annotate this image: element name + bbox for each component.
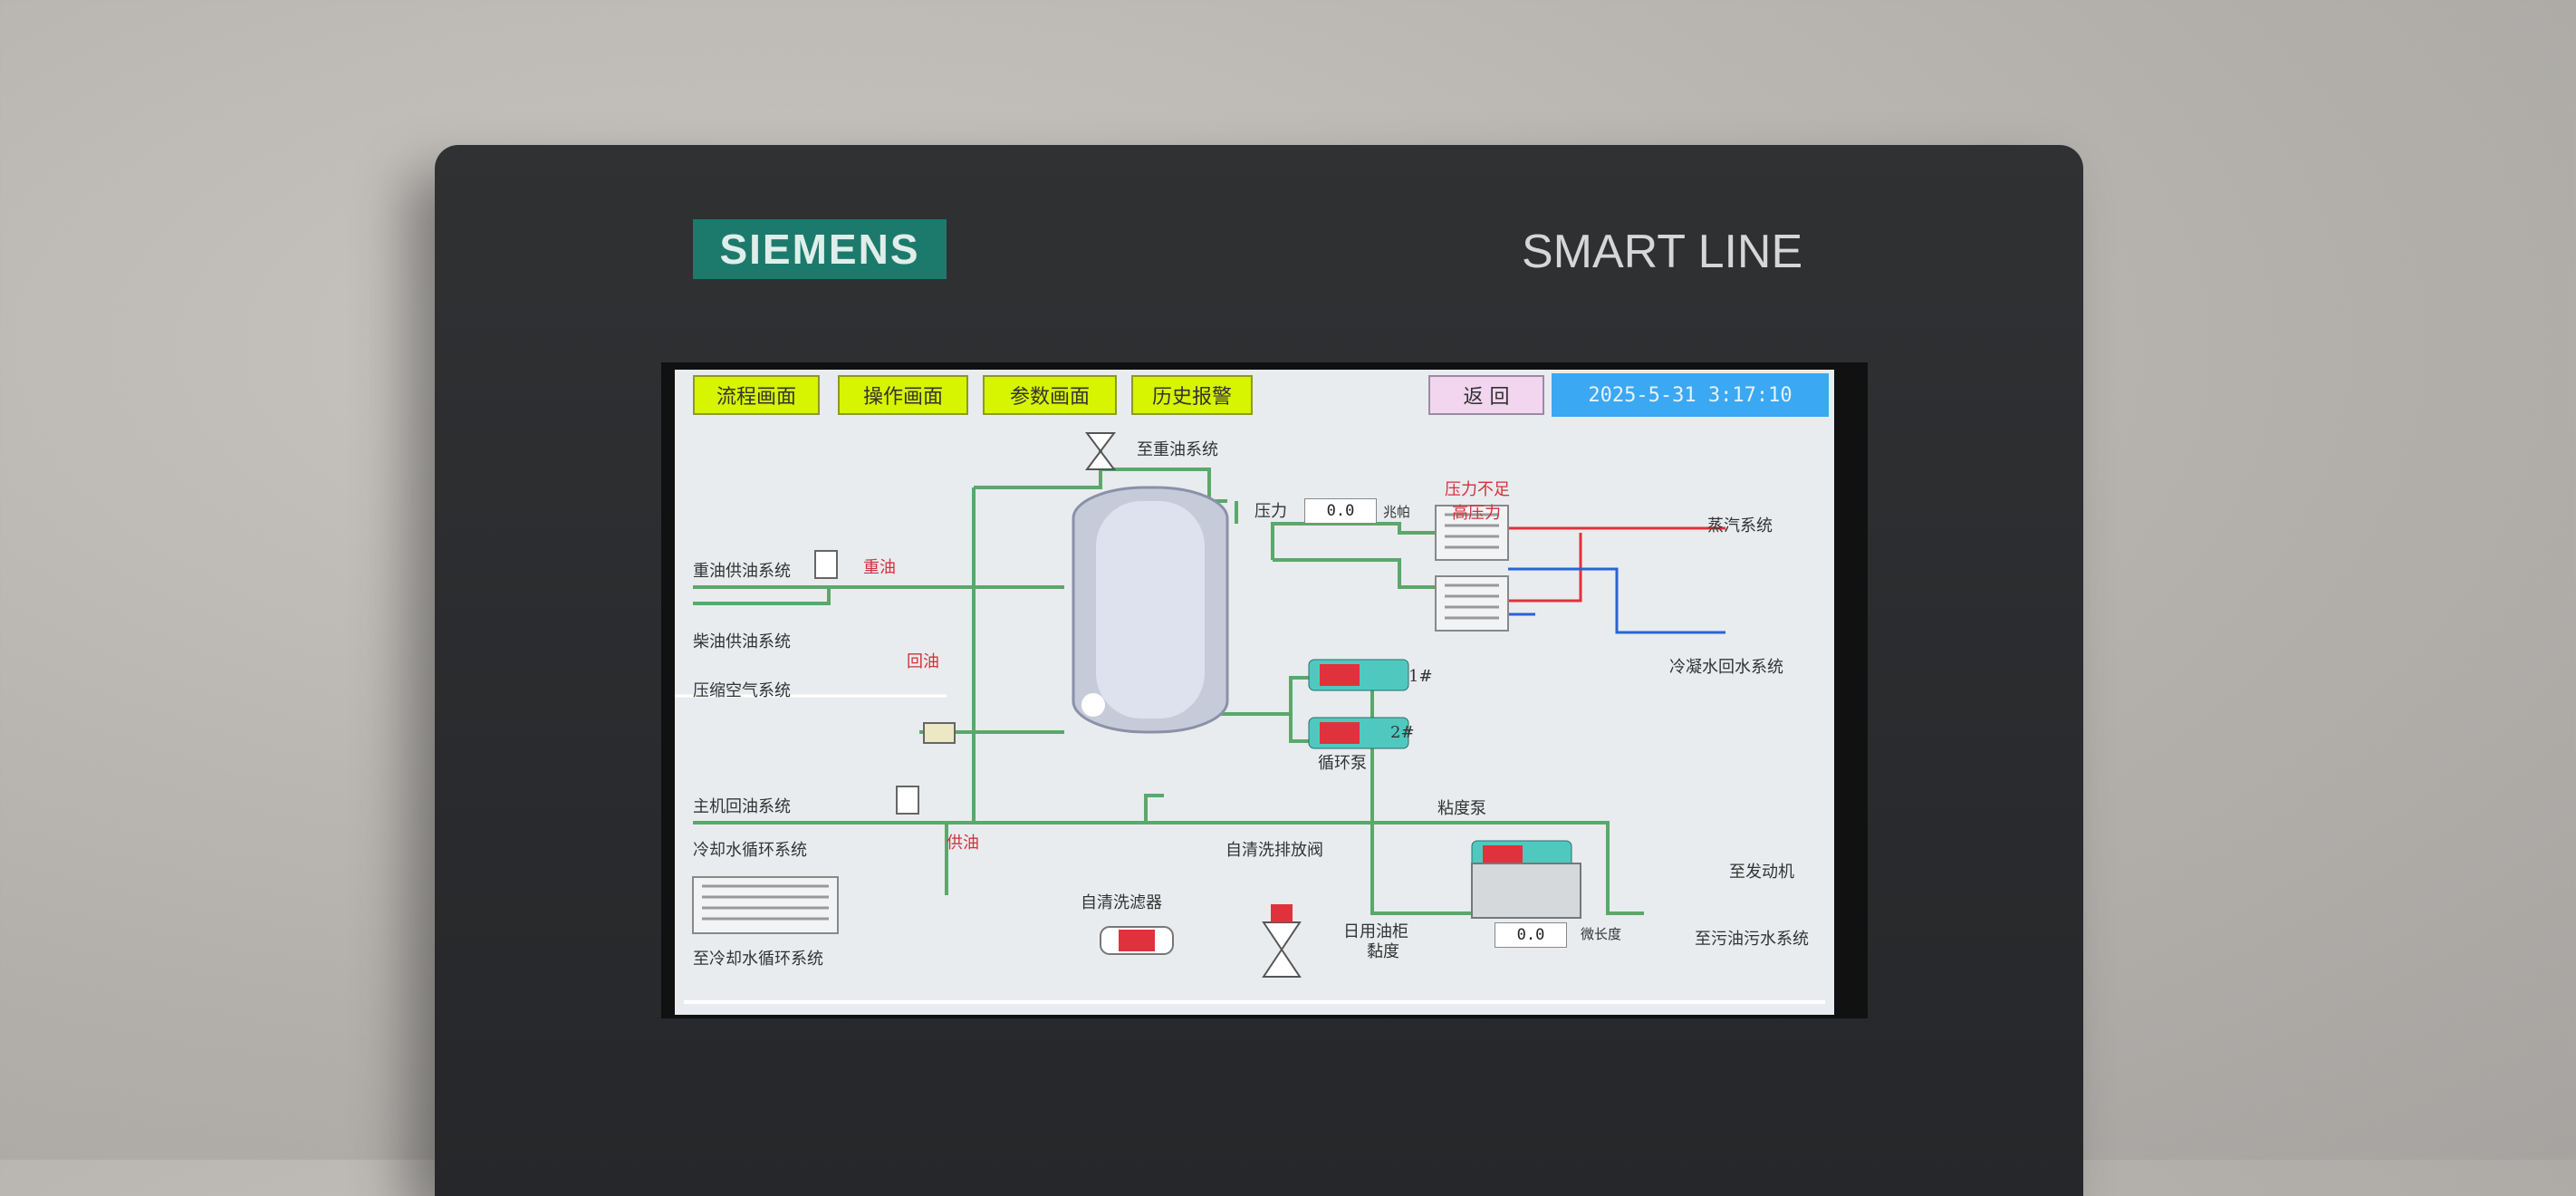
label-condensate-return: 冷凝水回水系统 [1669,658,1783,677]
label-daily-tank: 日用油柜 [1343,922,1408,941]
pressure-label: 压力 [1254,502,1287,521]
label-viscosity: 黏度 [1367,942,1399,961]
label-self-clean-drain-valve: 自清洗排放阀 [1226,841,1323,860]
datetime-display: 2025-5-31 3:17:10 [1552,373,1829,417]
siemens-logo: SIEMENS [693,219,947,279]
label-main-return: 主机回油系统 [693,797,791,816]
label-circ-pump: 循环泵 [1318,754,1367,773]
valve-icon [814,432,1302,978]
viscosity-unit: 微长度 [1581,926,1622,942]
filter-icon [1100,926,1174,955]
label-to-heavy-oil: 至重油系统 [1137,440,1218,459]
label-return-oil: 回油 [907,652,939,671]
label-to-engine: 至发动机 [1729,863,1794,882]
label-to-cooling-loop: 至冷却水循环系统 [693,950,823,969]
pressure-unit: 兆帕 [1383,504,1411,520]
pressure-high-alarm: 高压力 [1452,504,1501,523]
pressure-low-alarm: 压力不足 [1445,480,1510,499]
pressure-value: 0.0 [1304,498,1377,524]
label-viscosity-pump: 粘度泵 [1437,799,1486,818]
label-steam-system: 蒸汽系统 [1707,516,1773,535]
label-compressed-air: 压缩空气系统 [693,681,791,700]
label-pump-2: 2# [1390,723,1415,742]
label-heavy-oil-supply: 重油供油系统 [693,562,791,581]
process-diagram [675,432,1825,1004]
tab-alarm-history[interactable]: 历史报警 [1131,375,1253,415]
label-diesel-supply: 柴油供油系统 [693,632,791,651]
tab-parameters[interactable]: 参数画面 [983,375,1117,415]
heat-exchanger-icon [692,505,1509,934]
label-supply-oil: 供油 [947,834,979,853]
hmi-screen: 流程画面 操作画面 参数画面 历史报警 返 回 2025-5-31 3:17:1… [675,370,1834,1015]
storage-tank-icon [1072,486,1229,734]
viscosity-value: 0.0 [1495,922,1567,948]
product-line-label: SMART LINE [1522,226,1803,278]
label-self-clean-filter: 自清洗滤器 [1081,893,1162,912]
return-button[interactable]: 返 回 [1428,375,1544,415]
label-pump-1: 1# [1408,667,1433,686]
tab-operation[interactable]: 操作画面 [838,375,968,415]
daily-tank-icon [1471,863,1581,919]
label-cooling-loop: 冷却水循环系统 [693,841,807,860]
tab-process[interactable]: 流程画面 [693,375,820,415]
label-to-sludge: 至污油污水系统 [1695,930,1809,949]
label-heavy-oil: 重油 [863,558,896,577]
